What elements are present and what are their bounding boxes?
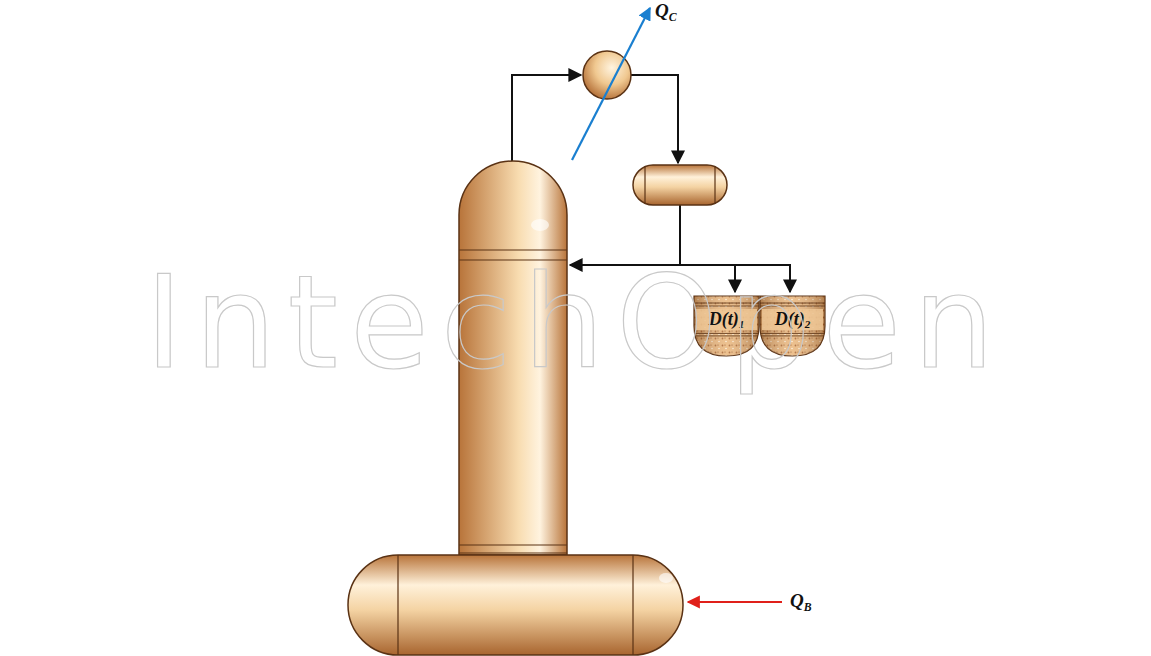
receiver-vessel: D(t)2 (759, 295, 826, 357)
condenser (572, 8, 650, 160)
watermark: IntechOpen (0, 248, 1151, 397)
reflux-drum (633, 165, 727, 205)
reboiler (348, 555, 683, 655)
vessel-label: D(t)1 (696, 309, 757, 330)
heat-duty-label: QC (655, 0, 677, 25)
vessel-label: D(t)2 (762, 309, 823, 330)
receiver-vessel: D(t)1 (693, 295, 760, 357)
heat-arrow (688, 601, 782, 603)
column (459, 161, 567, 555)
heat-duty-label: QB (790, 590, 812, 615)
